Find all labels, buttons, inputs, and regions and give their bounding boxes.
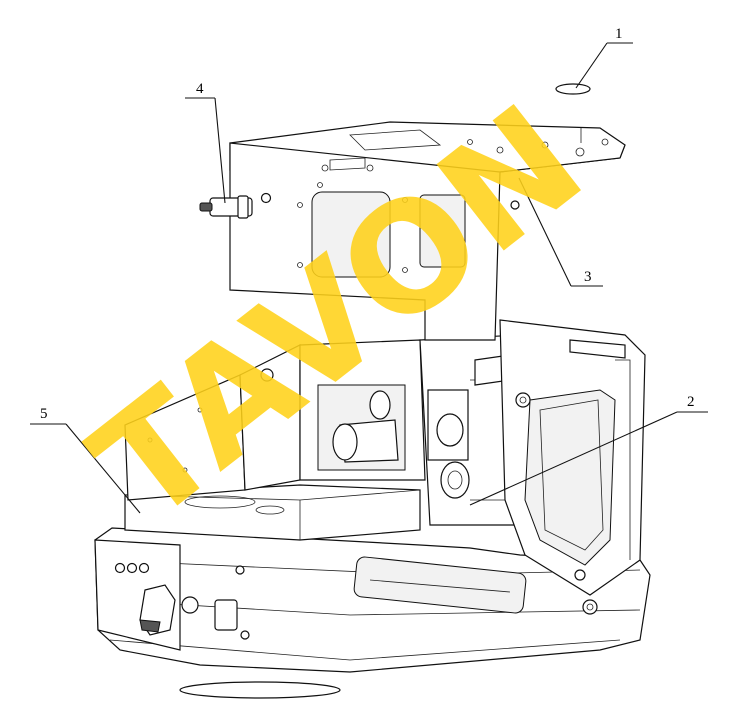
top-plate-part-3 <box>229 121 626 341</box>
base-housing <box>94 527 651 699</box>
front-panel <box>94 539 250 651</box>
callout-2: 2 <box>687 394 695 410</box>
right-side-shell <box>499 319 646 615</box>
connector-part-4 <box>199 192 272 219</box>
drive-unit-part-2 <box>299 334 521 526</box>
callout-1: 1 <box>615 26 623 42</box>
callout-4: 4 <box>196 81 204 97</box>
callout-5: 5 <box>40 406 48 422</box>
leader-lines <box>30 42 708 514</box>
tray-part-5 <box>124 344 421 541</box>
callout-3: 3 <box>584 269 592 285</box>
disc-part-1 <box>555 83 591 143</box>
